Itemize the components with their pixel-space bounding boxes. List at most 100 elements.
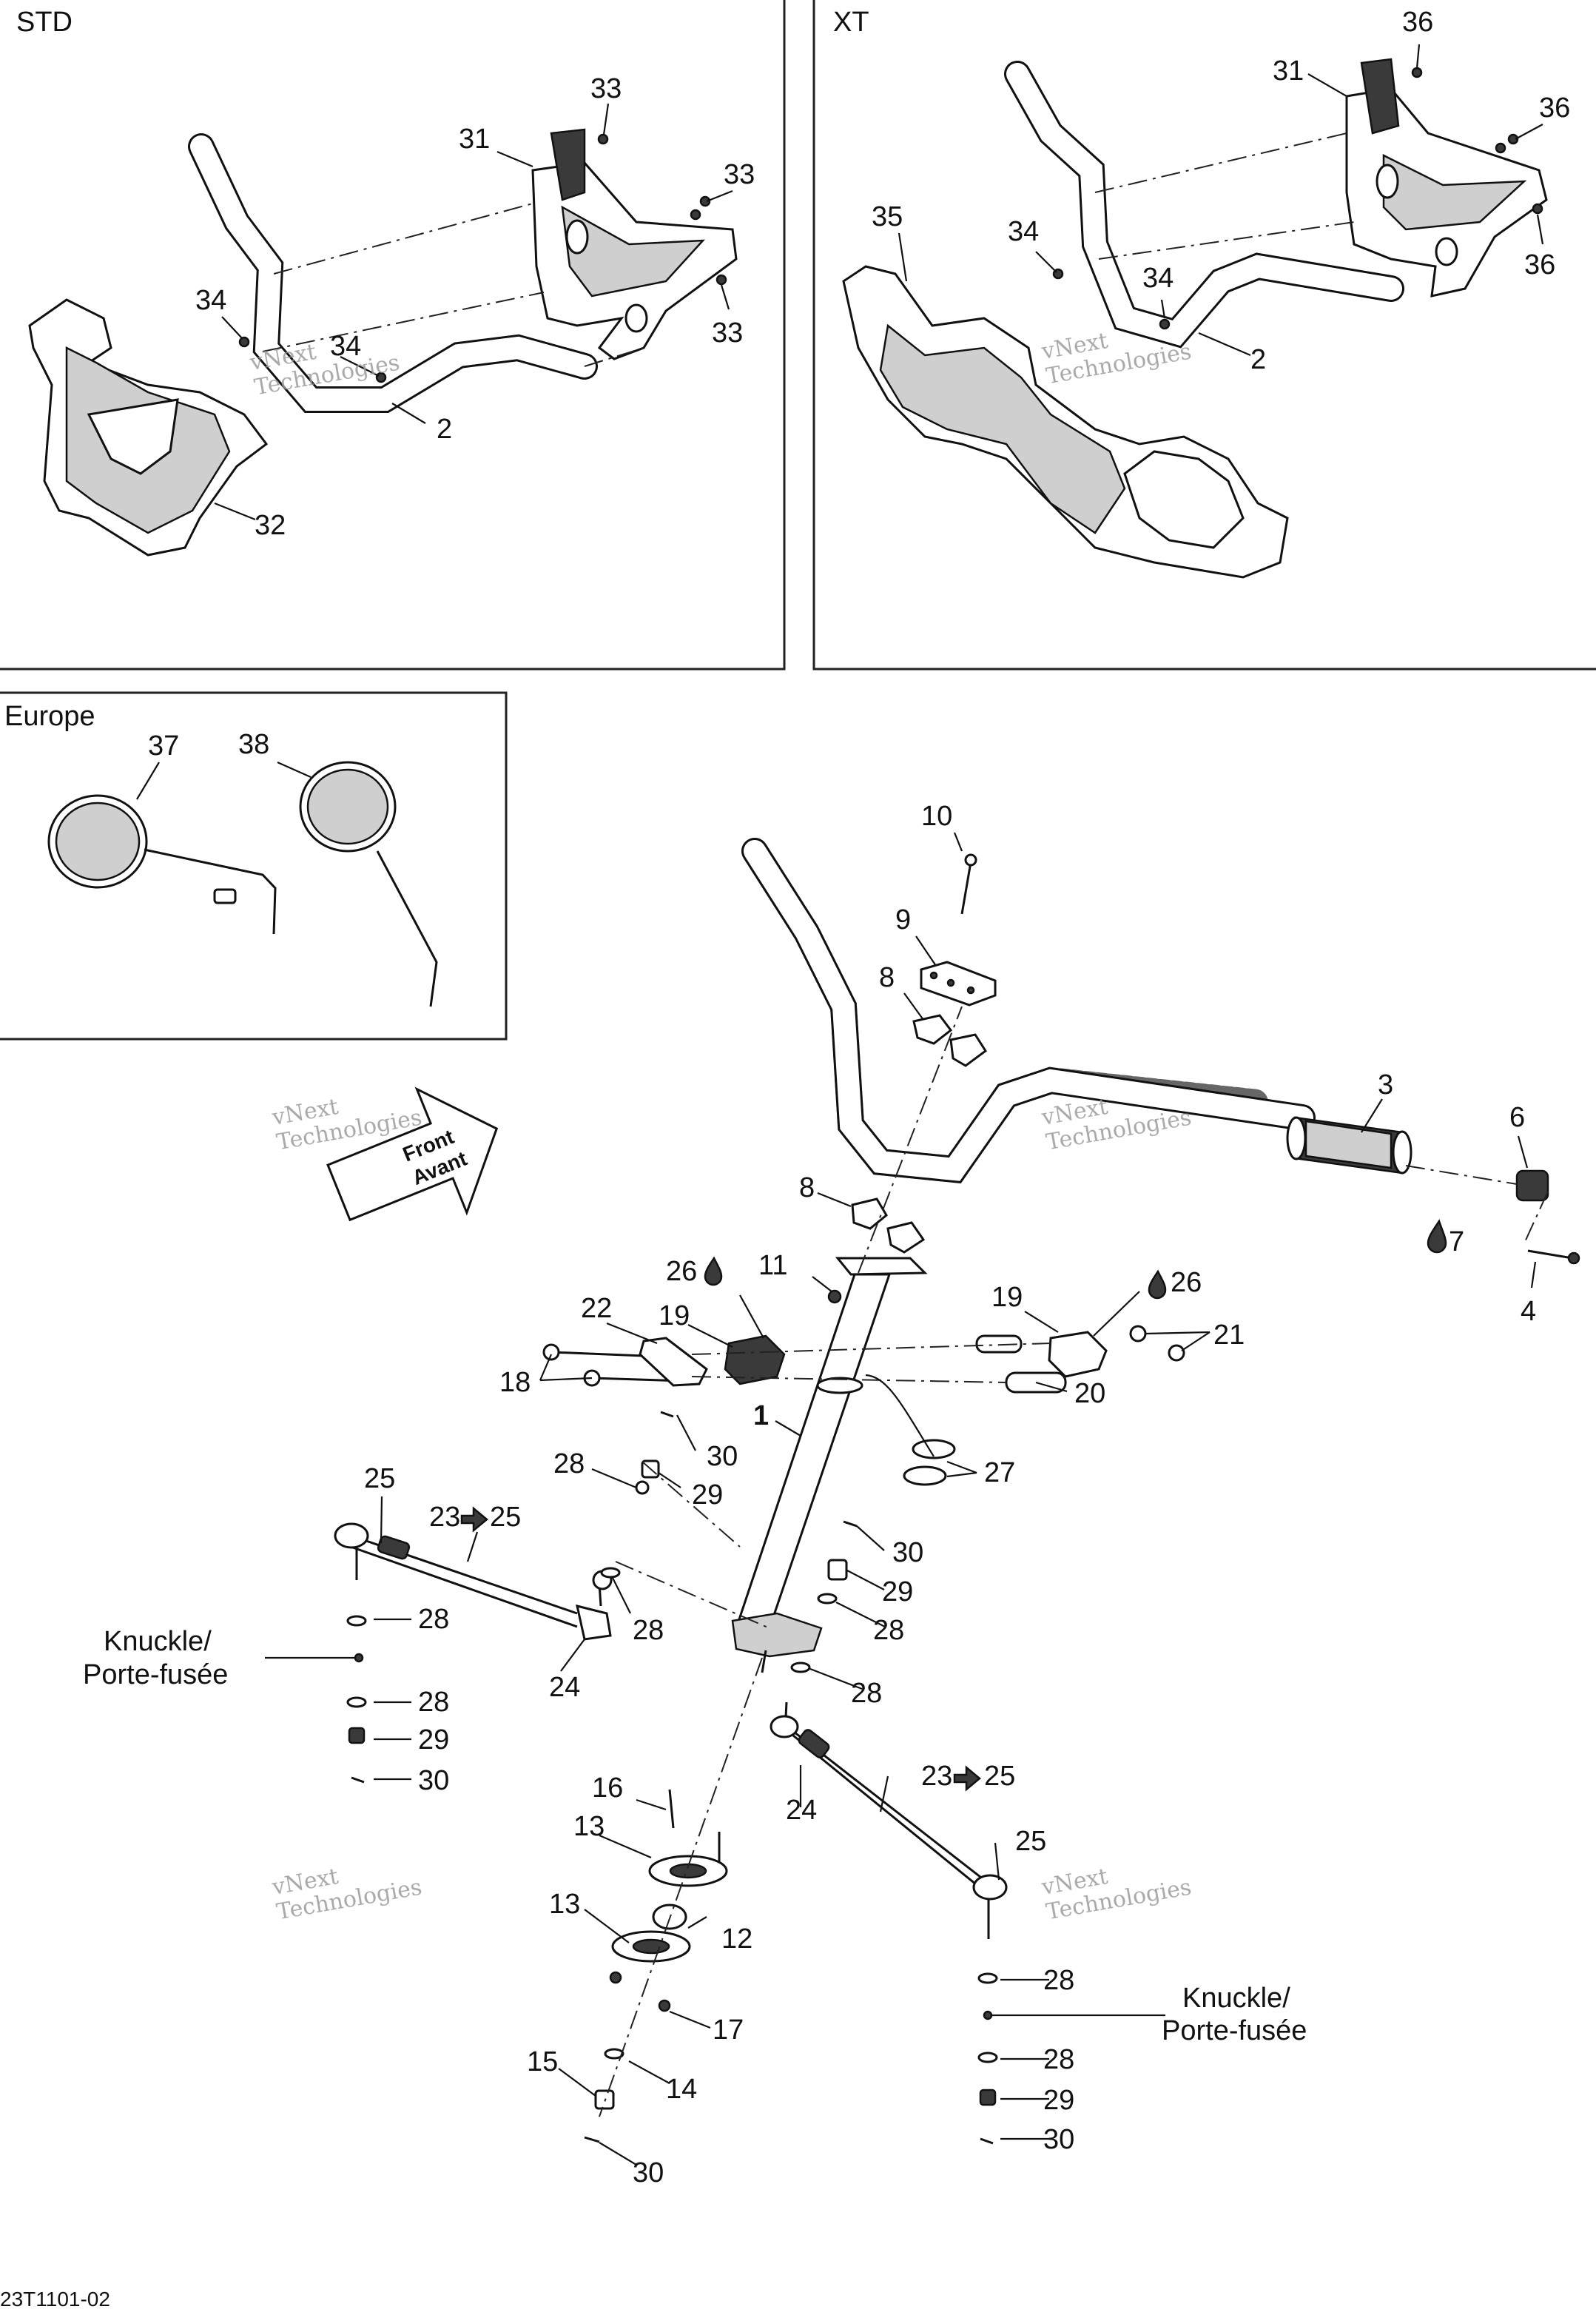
callout-29: 29 <box>1043 2085 1074 2116</box>
callout-4: 4 <box>1521 1296 1536 1327</box>
main-dash-lines <box>599 1006 963 2117</box>
callout-8: 8 <box>799 1172 815 1203</box>
callout-23: 23 <box>921 1761 952 1792</box>
callout-30: 30 <box>1043 2124 1074 2155</box>
callout-34: 34 <box>1008 216 1039 247</box>
callout-24: 24 <box>549 1672 580 1703</box>
callout-16: 16 <box>592 1773 623 1804</box>
xt-panel-label: XT <box>833 7 869 38</box>
callout-35: 35 <box>872 201 903 232</box>
callout-28: 28 <box>851 1678 882 1709</box>
callout-37: 37 <box>148 730 179 762</box>
callout-30: 30 <box>892 1537 923 1568</box>
callout-30: 30 <box>418 1765 449 1796</box>
main-leaders <box>374 832 1537 2166</box>
grip <box>1286 1116 1413 1175</box>
callout-33: 33 <box>712 317 743 349</box>
bearing-stack <box>584 1789 728 2143</box>
watermarks: vNext Technologies vNext Technologies vN… <box>247 328 1193 1926</box>
callout-2: 2 <box>437 414 452 445</box>
callout-34: 34 <box>330 331 361 362</box>
callout-31: 31 <box>1273 56 1304 87</box>
callout-30: 30 <box>707 1441 738 1472</box>
callout-36: 36 <box>1524 249 1555 280</box>
callout-25: 25 <box>490 1502 521 1533</box>
end-cap-and-screw <box>1405 1165 1580 1265</box>
callout-34: 34 <box>195 285 226 316</box>
left-tie-rod <box>334 1522 613 1641</box>
callout-38: 38 <box>238 729 269 760</box>
callout-28: 28 <box>553 1448 585 1479</box>
callout-19: 19 <box>659 1300 690 1331</box>
callout-21: 21 <box>1213 1320 1245 1351</box>
callout-28: 28 <box>418 1687 449 1718</box>
std-panel-label: STD <box>16 7 73 38</box>
callout-24: 24 <box>786 1795 817 1826</box>
callout-13: 13 <box>573 1811 605 1842</box>
callout-25: 25 <box>984 1761 1015 1792</box>
europe-panel-label: Europe <box>4 701 95 732</box>
callout-28: 28 <box>1043 2044 1074 2075</box>
oil-drop-icon <box>1148 1269 1167 1300</box>
callout-12: 12 <box>721 1923 752 1955</box>
callout-14: 14 <box>666 2074 697 2105</box>
callout-31: 31 <box>459 124 490 155</box>
o-rings <box>865 1374 956 1486</box>
oil-drop-icon <box>1427 1219 1447 1254</box>
steering-column <box>731 1257 928 1673</box>
callout-17: 17 <box>713 2015 744 2046</box>
callout-1: 1 <box>753 1400 769 1431</box>
callout-22: 22 <box>581 1293 612 1324</box>
knuckle-label-right-line2: Porte-fusée <box>1162 2015 1307 2046</box>
front-direction-arrow: Front Avant <box>326 1086 499 1222</box>
xt-dash-lines <box>1094 132 1355 260</box>
callout-13: 13 <box>549 1889 580 1920</box>
callout-33: 33 <box>724 159 755 190</box>
knuckle-label-left-line2: Porte-fusée <box>83 1659 228 1690</box>
europe-mirrors <box>47 761 438 1007</box>
right-tie-rod <box>770 1701 1008 1939</box>
callout-27: 27 <box>984 1457 1015 1488</box>
callout-29: 29 <box>692 1479 723 1511</box>
callout-36: 36 <box>1402 7 1433 38</box>
knuckle-lines <box>265 1653 1165 2020</box>
callout-2: 2 <box>1250 344 1266 375</box>
callout-30: 30 <box>633 2157 664 2188</box>
callout-7: 7 <box>1449 1226 1464 1257</box>
drawing-code: 23T1101-02 <box>0 2288 110 2311</box>
callout-29: 29 <box>418 1724 449 1755</box>
column-bracket-parts <box>542 1289 1185 1394</box>
europe-leaders <box>136 761 312 800</box>
xt-panel-frame <box>812 0 1596 671</box>
xt-handlebar-assembly <box>842 58 1548 579</box>
callout-10: 10 <box>921 801 952 832</box>
std-dash-lines <box>262 203 644 367</box>
oil-drop-icon <box>704 1256 723 1286</box>
callout-25: 25 <box>1015 1826 1046 1857</box>
callout-33: 33 <box>590 73 622 104</box>
clamp-assembly <box>851 853 997 1254</box>
std-panel-frame <box>0 0 786 671</box>
callout-19: 19 <box>991 1282 1023 1313</box>
callout-15: 15 <box>527 2046 558 2077</box>
callout-3: 3 <box>1378 1069 1393 1101</box>
knuckle-label-left-line1: Knuckle/ <box>104 1626 212 1657</box>
callout-28: 28 <box>633 1615 664 1646</box>
knuckle-label-right-line1: Knuckle/ <box>1182 1983 1290 2014</box>
callout-28: 28 <box>873 1615 904 1646</box>
europe-panel-frame <box>0 691 508 1041</box>
callout-20: 20 <box>1074 1378 1105 1409</box>
callout-18: 18 <box>499 1367 531 1398</box>
callout-28: 28 <box>418 1604 449 1635</box>
callout-6: 6 <box>1509 1102 1525 1133</box>
main-handlebar <box>741 838 1316 1183</box>
callout-26: 26 <box>1171 1267 1202 1298</box>
callout-23: 23 <box>429 1502 460 1533</box>
xt-leaders <box>898 44 1544 357</box>
callout-8: 8 <box>879 962 895 993</box>
callout-36: 36 <box>1539 93 1570 124</box>
callout-29: 29 <box>882 1576 913 1607</box>
callout-26: 26 <box>666 1256 697 1287</box>
arrow-right-icon <box>953 1765 981 1792</box>
